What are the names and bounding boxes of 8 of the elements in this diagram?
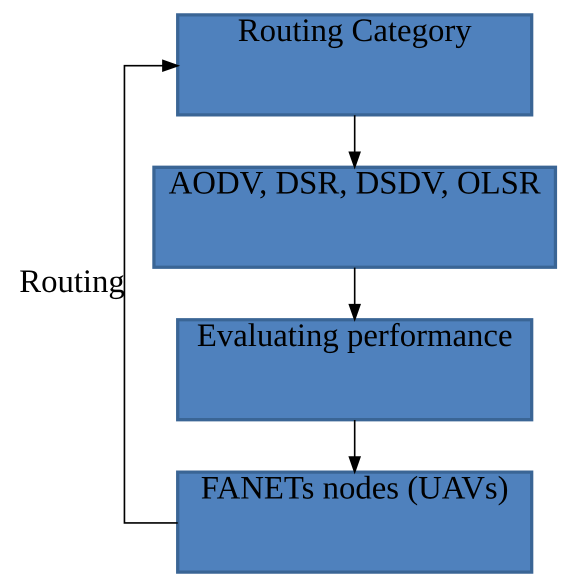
arrow [348, 268, 362, 322]
arrow [124, 59, 180, 524]
node-box: FANETs nodes (UAVs) [176, 470, 534, 574]
arrow [348, 420, 362, 474]
arrow [348, 115, 362, 170]
node-box: AODV, DSR, DSDV, OLSR [152, 166, 558, 269]
node-box: Evaluating performance [176, 318, 534, 422]
node-box: Routing Category [176, 13, 534, 116]
